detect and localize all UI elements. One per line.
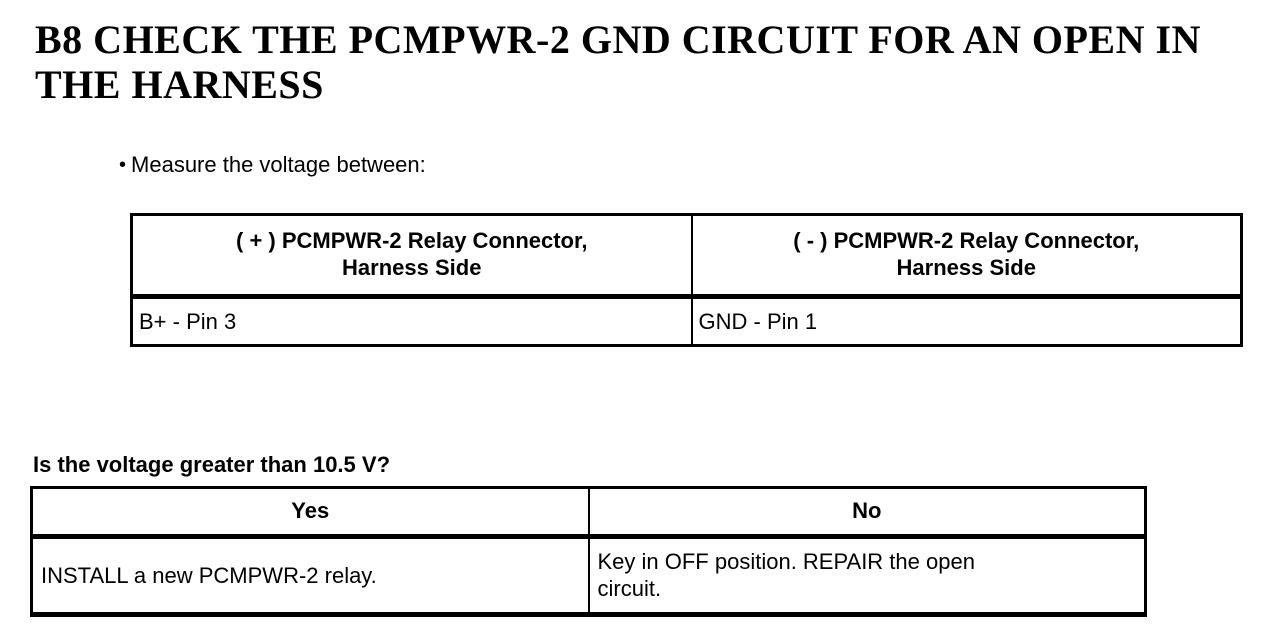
- bullet-item: • Measure the voltage between:: [119, 152, 426, 178]
- measurement-table: ( + ) PCMPWR-2 Relay Connector, Harness …: [130, 213, 1243, 348]
- decision-table: Yes No INSTALL a new PCMPWR-2 relay. Key…: [30, 486, 1147, 617]
- bullet-text: Measure the voltage between:: [131, 152, 426, 177]
- question-text: Is the voltage greater than 10.5 V?: [33, 452, 391, 477]
- decision-cell-no: Key in OFF position. REPAIR the open cir…: [587, 535, 1147, 616]
- bullet-icon: •: [119, 154, 127, 176]
- measurement-header-positive: ( + ) PCMPWR-2 Relay Connector, Harness …: [130, 213, 693, 299]
- decision-cell-yes: INSTALL a new PCMPWR-2 relay.: [30, 535, 590, 616]
- page-title: B8 CHECK THE PCMPWR-2 GND CIRCUIT FOR AN…: [35, 17, 1201, 107]
- decision-header-no: No: [587, 486, 1147, 539]
- decision-table-header-row: Yes No: [30, 486, 1147, 539]
- measurement-cell-negative: GND - Pin 1: [690, 295, 1243, 347]
- table-row: B+ - Pin 3 GND - Pin 1: [130, 295, 1243, 347]
- measurement-header-negative: ( - ) PCMPWR-2 Relay Connector, Harness …: [690, 213, 1243, 299]
- decision-header-yes: Yes: [30, 486, 590, 539]
- table-row: INSTALL a new PCMPWR-2 relay. Key in OFF…: [30, 535, 1147, 616]
- measurement-table-header-row: ( + ) PCMPWR-2 Relay Connector, Harness …: [130, 213, 1243, 299]
- measurement-cell-positive: B+ - Pin 3: [130, 295, 693, 347]
